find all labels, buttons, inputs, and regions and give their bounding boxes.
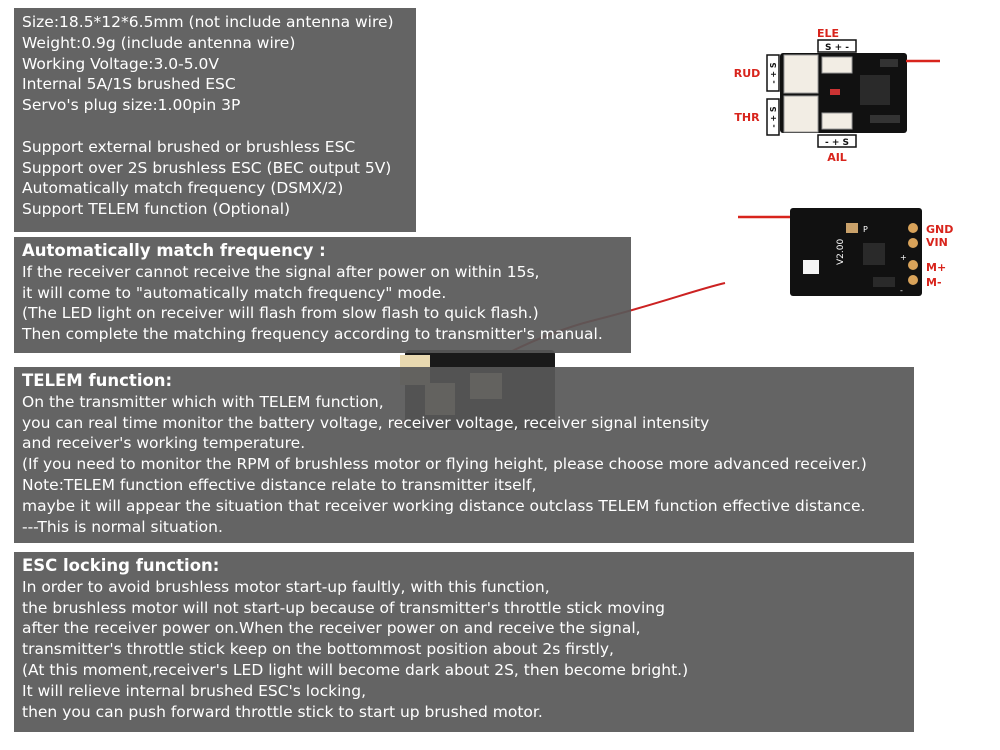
esc-line: the brushless motor will not start-up be… (22, 598, 665, 617)
m-minus-label: M- (926, 276, 942, 289)
spec-line: Weight:0.9g (include antenna wire) (22, 33, 296, 52)
specs-panel: Size:18.5*12*6.5mm (not include antenna … (14, 8, 416, 232)
freq-panel: Automatically match frequency : If the r… (14, 237, 631, 353)
esc-line: It will relieve internal brushed ESC's l… (22, 681, 366, 700)
telem-line: ---This is normal situation. (22, 517, 223, 536)
version-label: V2.00 (836, 239, 846, 265)
thr-label: THR (734, 111, 760, 124)
ele-label: ELE (817, 27, 839, 40)
esc-heading: ESC locking function: (22, 556, 220, 575)
esc-line: (At this moment,receiver's LED light wil… (22, 660, 689, 679)
thr-pins: - + S (769, 106, 778, 128)
m-plus-label: M+ (926, 261, 946, 274)
spec-line: Servo's plug size:1.00pin 3P (22, 96, 241, 115)
ail-pins: - + S (825, 138, 849, 148)
ail-label: AIL (827, 151, 847, 164)
freq-line: (The LED light on receiver will flash fr… (22, 304, 539, 323)
esc-line: In order to avoid brushless motor start-… (22, 577, 550, 596)
rud-pins: - + S (769, 62, 778, 84)
telem-line: (If you need to monitor the RPM of brush… (22, 455, 867, 474)
telem-line: maybe it will appear the situation that … (22, 496, 866, 515)
minus-label: - (900, 286, 903, 295)
gnd-label: GND (926, 223, 953, 236)
esc-line: transmitter's throttle stick keep on the… (22, 640, 614, 659)
spec-line: Automatically match frequency (DSMX/2) (22, 179, 344, 198)
spec-line: Working Voltage:3.0-5.0V (22, 54, 220, 73)
esc-line: then you can push forward throttle stick… (22, 702, 543, 721)
spec-line: Support over 2S brushless ESC (BEC outpu… (22, 158, 392, 177)
p-label: P (863, 225, 868, 234)
telem-line: Note:TELEM function effective distance r… (22, 475, 537, 494)
freq-line: Then complete the matching frequency acc… (22, 325, 603, 344)
telem-line: On the transmitter which with TELEM func… (22, 392, 384, 411)
telem-panel: TELEM function: On the transmitter which… (14, 367, 914, 543)
freq-line: it will come to "automatically match fre… (22, 283, 447, 302)
esc-line: after the receiver power on.When the rec… (22, 619, 641, 638)
spec-line: Internal 5A/1S brushed ESC (22, 75, 236, 94)
receiver-bottom-diagram: P V2.00 + - GND VIN M+ M- (738, 208, 953, 296)
vin-label: VIN (926, 236, 948, 249)
freq-heading: Automatically match frequency : (22, 241, 326, 260)
telem-line: and receiver's working temperature. (22, 434, 306, 453)
ele-pins: S + - (825, 43, 849, 53)
telem-line: you can real time monitor the battery vo… (22, 413, 710, 432)
receiver-top-diagram: ELE S + - RUD - + S THR - + S - + S AIL (734, 27, 940, 164)
spec-line: Size:18.5*12*6.5mm (not include antenna … (22, 13, 394, 31)
pcb-board-2 (790, 208, 922, 296)
telem-heading: TELEM function: (22, 371, 173, 390)
esc-panel: ESC locking function: In order to avoid … (14, 552, 914, 732)
plus-label: + (900, 253, 907, 262)
spec-line: Support external brushed or brushless ES… (22, 137, 356, 156)
rud-label: RUD (734, 67, 761, 80)
spec-line (22, 116, 408, 137)
spec-line: Support TELEM function (Optional) (22, 200, 291, 219)
freq-line: If the receiver cannot receive the signa… (22, 262, 540, 281)
